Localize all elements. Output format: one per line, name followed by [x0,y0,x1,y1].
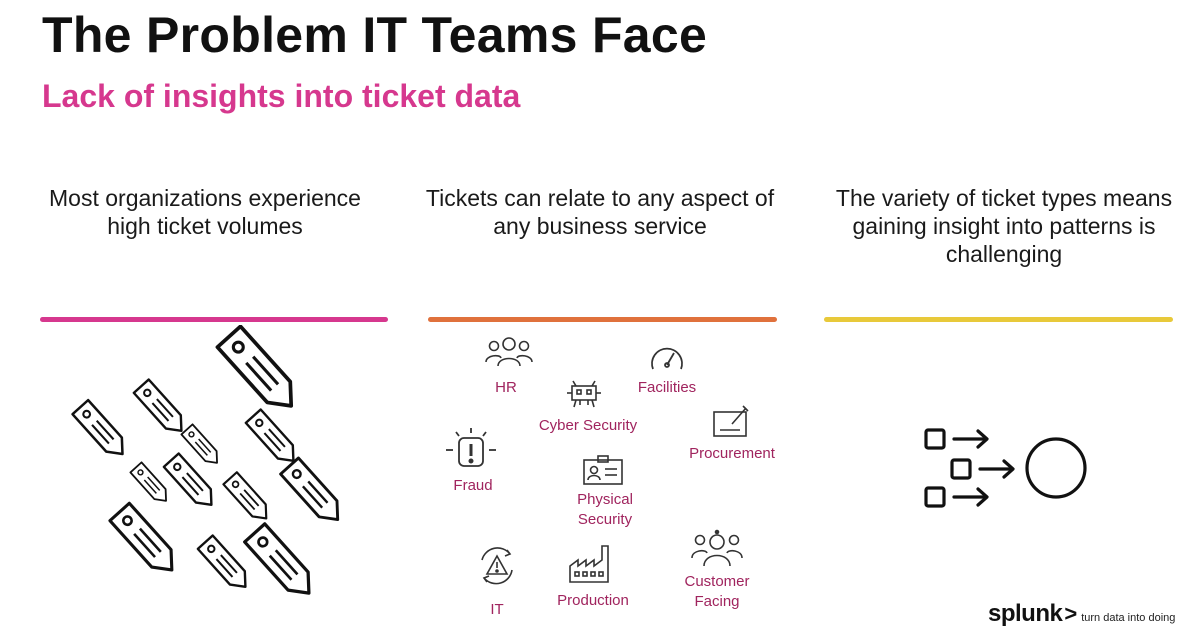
service-label-customer: Customer [684,573,750,590]
splunk-logo: splunk > turn data into doing [988,600,1175,628]
page-subtitle: Lack of insights into ticket data [42,78,521,114]
customer-group-icon [691,529,743,567]
service-label-cyber-security: Cyber Security [538,417,638,434]
column-2-text: Tickets can relate to any aspect of any … [425,185,775,239]
ticket-tags-illustration [71,325,349,595]
space-invader-icon [567,380,601,408]
service-label-physical: Physical [577,491,633,508]
people-group-icon [485,337,533,367]
column-1-accent-bar [40,317,388,322]
cycle-warning-icon [481,547,513,585]
ticket-tag-icon [222,471,275,526]
ticket-tag-icon [180,423,224,469]
ticket-tag-icon [132,378,191,439]
column-1-text: Most organizations experience high ticke… [49,185,361,239]
page-title: The Problem IT Teams Face [42,7,708,63]
service-label-facing: Facing [694,593,740,610]
service-label-fraud: Fraud [453,477,493,494]
logo-chevron-icon: > [1064,601,1078,626]
logo-tagline: turn data into doing [1081,612,1176,624]
flow-diagram-icon [924,428,1087,508]
service-label-facilities: Facilities [637,379,697,396]
column-3-accent-bar [824,317,1173,322]
gauge-icon [651,347,683,370]
ticket-tag-icon [244,408,303,469]
id-card-icon [583,455,623,485]
column-2-accent-bar [428,317,777,322]
service-label-procurement: Procurement [689,445,775,462]
service-label-hr: HR [495,379,517,396]
service-label-production: Production [557,592,629,609]
column-3-text: The variety of ticket types means gainin… [835,185,1173,267]
ticket-tag-icon [108,501,184,581]
alert-icon [446,428,496,467]
ticket-tag-icon [71,398,132,463]
service-label-security: Security [577,511,633,528]
ticket-tag-icon [243,522,321,595]
signature-icon [713,405,749,437]
ticket-tag-icon [215,325,305,419]
ticket-tag-icon [279,456,349,530]
logo-wordmark: splunk [988,600,1063,627]
factory-icon [569,545,609,583]
service-label-it: IT [490,601,504,618]
